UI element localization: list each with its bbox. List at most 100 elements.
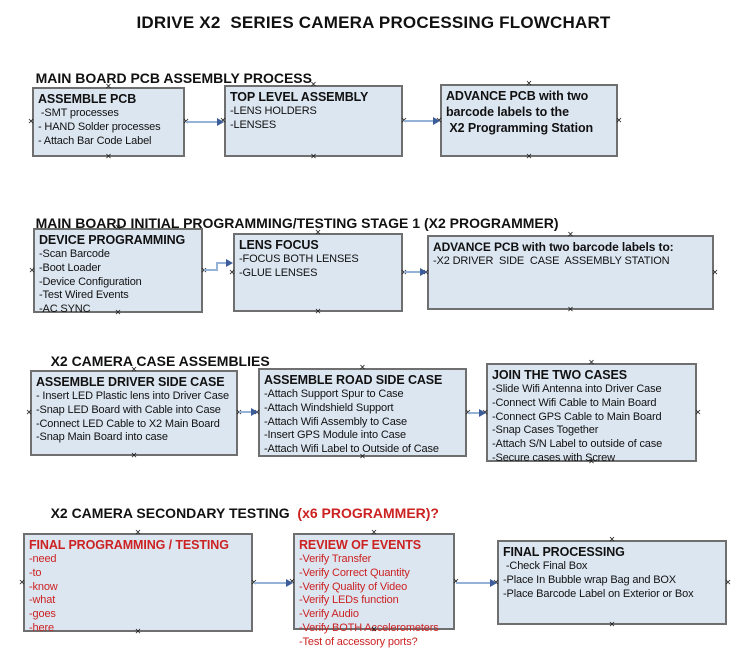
box-list-item: -Verify Correct Quantity: [299, 566, 410, 579]
anchor-x-icon: [724, 579, 732, 587]
anchor-x-icon: [314, 229, 322, 237]
arrow-head-icon: [226, 259, 233, 267]
box-list-item: -Test of accessory ports?: [299, 635, 418, 648]
flow-box-assemble-driver-side-case: ASSEMBLE DRIVER SIDE CASE - Insert LED P…: [30, 370, 238, 456]
anchor-x-icon: [114, 224, 122, 232]
section-heading-initial-programming: MAIN BOARD INITIAL PROGRAMMING/TESTING S…: [20, 199, 559, 247]
box-list-item: -Insert GPS Module into Case: [264, 429, 406, 442]
box-list-item: -Slide Wifi Antenna into Driver Case: [492, 383, 662, 395]
anchor-x-icon: [608, 621, 616, 629]
box-list-item: -what: [29, 594, 56, 607]
anchor-x-icon: [567, 231, 575, 239]
box-items: -Check Final Box-Place In Bubble wrap Ba…: [503, 560, 721, 601]
anchor-x-icon: [711, 269, 719, 277]
anchor-x-icon: [134, 529, 142, 537]
box-list-item: -Attach Support Spur to Case: [264, 388, 404, 400]
box-title: ADVANCE PCB with two barcode labels to:: [433, 240, 674, 254]
box-items: -need-to-know-what-goes-here: [29, 553, 247, 636]
arrow-line: [186, 121, 217, 123]
section-heading-secondary-testing: X2 CAMERA SECONDARY TESTING (x6 PROGRAMM…: [35, 489, 439, 537]
box-list-item: -here: [29, 621, 54, 634]
box-list-item: -know: [29, 580, 58, 593]
box-list-item: -Check Final Box: [503, 560, 588, 572]
box-list-item: -Attach Windshield Support: [264, 401, 394, 414]
arrow-head-icon: [217, 118, 224, 126]
box-list-item: -Place In Bubble wrap Bag and BOX: [503, 573, 676, 586]
arrow-head-icon: [286, 579, 293, 587]
anchor-x-icon: [588, 458, 596, 466]
anchor-x-icon: [228, 269, 236, 277]
arrow-head-icon: [420, 268, 427, 276]
box-list-item: -Boot Loader: [39, 261, 101, 274]
box-list-item: -Connect LED Cable to X2 Main Board: [36, 417, 220, 430]
flow-box-review-of-events: REVIEW OF EVENTS -Verify Transfer-Verify…: [293, 533, 455, 648]
flow-box-join-the-two-cases: JOIN THE TWO CASES -Slide Wifi Antenna i…: [486, 363, 697, 464]
arrow-line: [216, 262, 226, 264]
box-title: ASSEMBLE DRIVER SIDE CASE: [36, 375, 225, 389]
section-heading-pcb-assembly: MAIN BOARD PCB ASSEMBLY PROCESS: [20, 54, 312, 102]
box-list-item: -Connect Wifi Cable to Main Board: [492, 396, 657, 409]
box-list-item: -LENSES: [230, 118, 277, 131]
anchor-x-icon: [608, 536, 616, 544]
box-title: ASSEMBLE ROAD SIDE CASE: [264, 373, 443, 387]
anchor-x-icon: [310, 153, 318, 161]
arrow-line: [456, 582, 490, 584]
box-items: -X2 DRIVER SIDE CASE ASSEMBLY STATION: [433, 255, 708, 269]
box-title: DEVICE PROGRAMMING: [39, 233, 186, 247]
box-title: FINAL PROGRAMMING / TESTING: [29, 538, 229, 552]
anchor-x-icon: [105, 153, 113, 161]
flow-box-final-processing: FINAL PROCESSING -Check Final Box-Place …: [497, 540, 727, 625]
box-list-item: -Snap LED Board with Cable into Case: [36, 403, 221, 416]
anchor-x-icon: [18, 579, 26, 587]
flow-box-advance-pcb-assembly-station: ADVANCE PCB with two barcode labels to: …: [427, 235, 714, 310]
box-list-item: -X2 DRIVER SIDE CASE ASSEMBLY STATION: [433, 255, 670, 267]
box-list-item: -Verify Quality of Video: [299, 580, 408, 593]
arrow-head-icon: [479, 409, 486, 417]
arrow-line: [468, 412, 479, 414]
anchor-x-icon: [114, 309, 122, 317]
anchor-x-icon: [567, 306, 575, 314]
box-list-item: - HAND Solder processes: [38, 120, 161, 133]
box-items: -SMT processes- HAND Solder processes- A…: [38, 107, 179, 148]
box-list-item: -AC SYNC: [39, 303, 91, 316]
arrow-line: [239, 411, 251, 413]
anchor-x-icon: [130, 366, 138, 374]
anchor-x-icon: [370, 626, 378, 634]
box-list-item: -Verify Transfer: [299, 553, 372, 565]
anchor-x-icon: [105, 83, 113, 91]
anchor-x-icon: [525, 80, 533, 88]
box-items: -Verify Transfer-Verify Correct Quantity…: [299, 553, 449, 650]
box-list-item: -Verify LEDs function: [299, 594, 399, 607]
box-list-item: -Test Wired Events: [39, 289, 129, 302]
box-title: LENS FOCUS: [239, 238, 319, 252]
box-list-item: -Snap Main Board into case: [36, 431, 168, 444]
flow-box-assemble-pcb: ASSEMBLE PCB -SMT processes- HAND Solder…: [32, 87, 185, 157]
anchor-x-icon: [28, 267, 36, 275]
anchor-x-icon: [359, 453, 367, 461]
box-list-item: -Attach S/N Label to outside of case: [492, 438, 663, 451]
anchor-x-icon: [525, 153, 533, 161]
anchor-x-icon: [310, 81, 318, 89]
box-list-item: -to: [29, 566, 42, 579]
section-heading-case-assemblies: X2 CAMERA CASE ASSEMBLIES: [35, 337, 270, 385]
page-title: IDRIVE X2 SERIES CAMERA PROCESSING FLOWC…: [136, 13, 611, 32]
box-title: REVIEW OF EVENTS: [299, 538, 422, 552]
box-items: -Scan Barcode-Boot Loader-Device Configu…: [39, 248, 197, 317]
flow-box-advance-pcb-programming-station: ADVANCE PCB with two barcode labels to t…: [440, 84, 618, 157]
box-items: -LENS HOLDERS-LENSES: [230, 105, 397, 133]
flow-box-final-programming-testing: FINAL PROGRAMMING / TESTING -need-to-kno…: [23, 533, 253, 634]
box-list-item: -Device Configuration: [39, 275, 142, 288]
section-heading-red-text: (x6 PROGRAMMER)?: [297, 505, 439, 521]
anchor-x-icon: [27, 118, 35, 126]
flow-box-lens-focus: LENS FOCUS -FOCUS BOTH LENSES-GLUE LENSE…: [233, 233, 403, 312]
box-list-item: -Attach Wifi Label to Outside of Case: [264, 443, 439, 456]
box-list-item: -LENS HOLDERS: [230, 105, 317, 117]
flow-box-top-level-assembly: TOP LEVEL ASSEMBLY -LENS HOLDERS-LENSES: [224, 85, 403, 157]
box-list-item: -Verify Audio: [299, 608, 359, 621]
section-heading-text: X2 CAMERA SECONDARY TESTING: [50, 505, 298, 521]
section-heading-text: MAIN BOARD PCB ASSEMBLY PROCESS: [35, 70, 312, 86]
anchor-x-icon: [370, 529, 378, 537]
arrow-head-icon: [251, 408, 258, 416]
arrow-elbow-line: [216, 262, 218, 271]
anchor-x-icon: [130, 452, 138, 460]
